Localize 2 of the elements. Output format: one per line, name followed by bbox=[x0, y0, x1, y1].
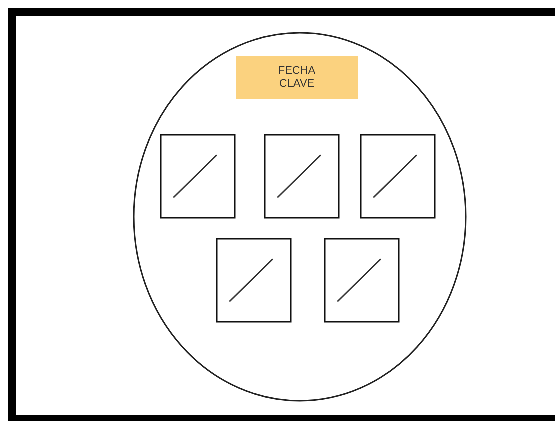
label-text: FECHA CLAVE bbox=[277, 64, 317, 90]
label-box bbox=[236, 56, 358, 99]
